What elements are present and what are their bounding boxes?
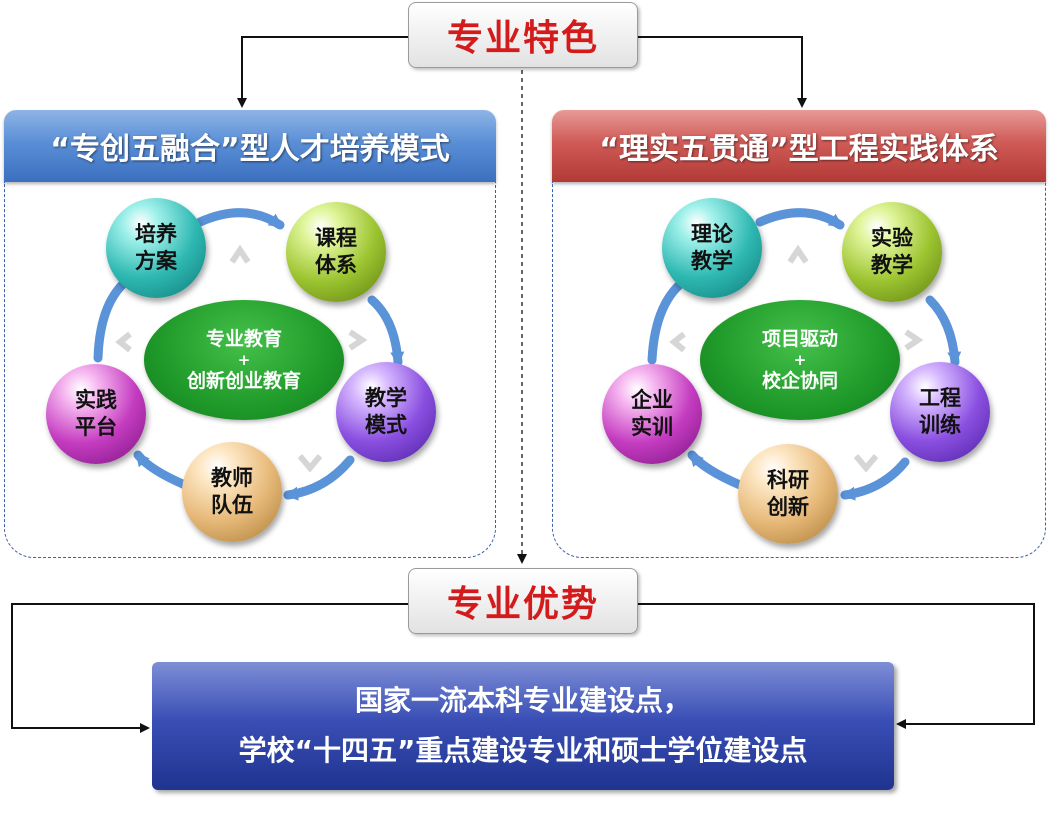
advantage-box: 国家一流本科专业建设点， 学校“十四五”重点建设专业和硕士学位建设点 xyxy=(152,662,894,790)
right-node-3-label: 工程 训练 xyxy=(919,386,961,437)
right-core-ellipse: 项目驱动 + 校企协同 xyxy=(700,300,900,420)
right-core-line1: 项目驱动 xyxy=(761,328,838,350)
arrow-to-left-banner xyxy=(237,36,408,108)
left-banner-text: “专创五融合”型人才培养模式 xyxy=(50,132,450,167)
advantage-title-box: 专业优势 xyxy=(408,568,638,634)
left-node-3: 教学 模式 xyxy=(336,362,436,462)
right-core-line2: 校企协同 xyxy=(761,370,838,392)
left-core-line2: 创新创业教育 xyxy=(186,370,301,392)
arrow-right-to-bottom-box xyxy=(636,603,1035,729)
arrow-left-to-bottom-box xyxy=(11,603,408,733)
right-core-plus: + xyxy=(793,351,807,369)
right-node-2-label: 实验 教学 xyxy=(871,226,913,277)
left-node-1: 培养 方案 xyxy=(106,198,206,298)
right-node-1: 理论 教学 xyxy=(662,198,762,298)
left-node-4: 教师 队伍 xyxy=(182,442,282,542)
advantage-line2: 学校“十四五”重点建设专业和硕士学位建设点 xyxy=(238,734,808,767)
left-node-5: 实践 平台 xyxy=(46,364,146,464)
right-node-5: 企业 实训 xyxy=(602,364,702,464)
left-node-2-label: 课程 体系 xyxy=(315,226,357,277)
left-node-3-label: 教学 模式 xyxy=(365,386,407,437)
advantage-line1: 国家一流本科专业建设点， xyxy=(354,684,691,717)
top-title-box: 专业特色 xyxy=(408,2,638,68)
right-node-5-label: 企业 实训 xyxy=(631,388,673,439)
left-node-5-label: 实践 平台 xyxy=(75,388,117,439)
advantage-title-text: 专业优势 xyxy=(446,584,599,625)
left-node-2: 课程 体系 xyxy=(286,202,386,302)
left-core-plus: + xyxy=(237,351,251,369)
right-banner: “理实五贯通”型工程实践体系 xyxy=(552,110,1046,182)
left-core-line1: 专业教育 xyxy=(205,328,282,350)
right-node-4: 科研 创新 xyxy=(738,444,838,544)
right-node-2: 实验 教学 xyxy=(842,202,942,302)
right-node-3: 工程 训练 xyxy=(890,362,990,462)
right-node-1-label: 理论 教学 xyxy=(691,222,733,273)
arrow-to-right-banner xyxy=(636,36,807,108)
left-panel xyxy=(4,182,496,558)
top-title-text: 专业特色 xyxy=(446,18,599,59)
right-panel xyxy=(552,182,1046,558)
left-node-1-label: 培养 方案 xyxy=(135,222,177,273)
left-node-4-label: 教师 队伍 xyxy=(211,466,253,517)
left-banner: “专创五融合”型人才培养模式 xyxy=(4,110,496,182)
left-core-ellipse: 专业教育 + 创新创业教育 xyxy=(144,300,344,420)
right-node-4-label: 科研 创新 xyxy=(767,468,809,519)
right-banner-text: “理实五贯通”型工程实践体系 xyxy=(599,132,999,167)
